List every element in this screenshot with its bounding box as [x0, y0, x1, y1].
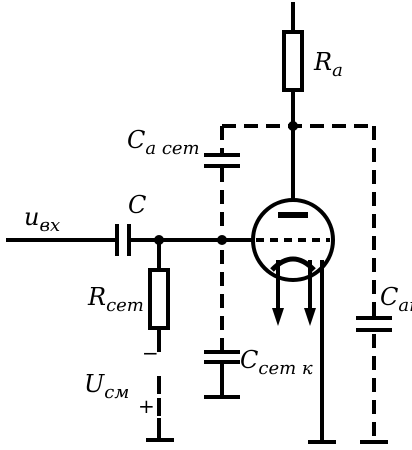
bias-minus-sign: − [142, 341, 159, 365]
bias-plus-sign: + [138, 394, 155, 418]
grid-resistor [148, 238, 170, 352]
grid-resistor-label: Rсет [87, 283, 144, 316]
triode-tube [251, 198, 336, 444]
grid-cathode-capacitor [204, 350, 240, 399]
grid-cathode-capacitance-label: Cсет к [240, 346, 313, 379]
anode-cathode-capacitor [356, 316, 392, 444]
anode-resistor [282, 2, 304, 215]
anode-grid-capacitance-label: Ca сет [127, 126, 200, 159]
input-wire [6, 224, 262, 256]
grid-node [217, 235, 227, 245]
bias-voltage-label: Uсм [84, 370, 129, 403]
anode-cathode-capacitance-label: Caк [380, 283, 412, 316]
parasitic-capacitance-network [220, 124, 376, 442]
coupling-capacitor-label: C [128, 191, 146, 219]
bias-source [146, 376, 174, 442]
anode-resistor-label: Ra [313, 48, 343, 81]
input-voltage-label: uвх [24, 203, 60, 236]
anode-grid-capacitor [204, 153, 240, 168]
